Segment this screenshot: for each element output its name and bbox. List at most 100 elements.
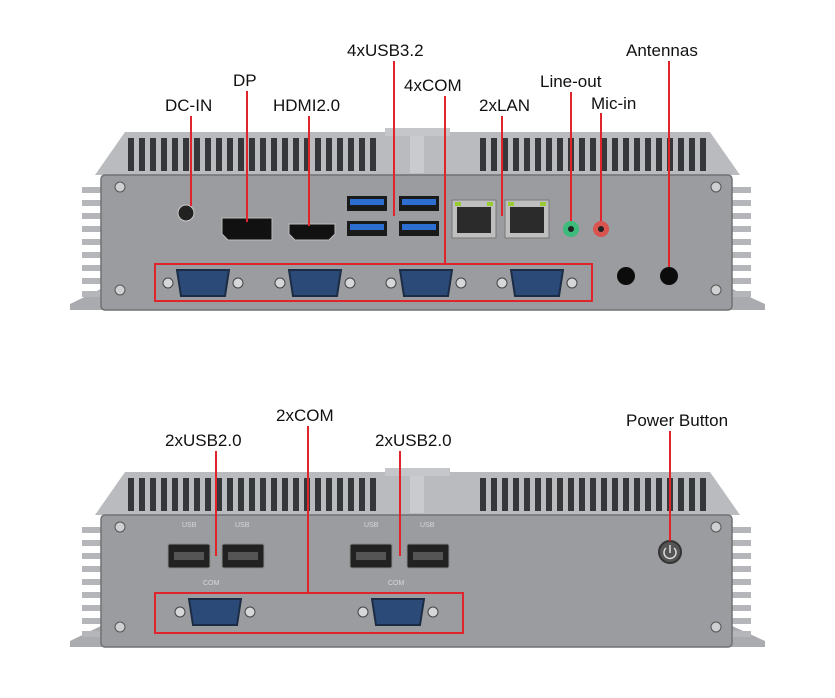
power-icon: [663, 545, 677, 560]
heatsink-fin: [337, 138, 343, 171]
heatsink-fin: [579, 138, 585, 171]
com-port: [287, 269, 343, 297]
side-fin: [731, 566, 751, 572]
t-bracket-stem: [410, 136, 424, 173]
t-bracket: [385, 128, 450, 136]
heatsink-fin: [271, 478, 277, 511]
jack-hole: [598, 226, 604, 232]
side-fin: [82, 200, 102, 206]
heatsink-fin: [502, 478, 508, 511]
heatsink-fin: [260, 138, 266, 171]
heatsink-fin: [700, 138, 706, 171]
heatsink-fin: [579, 478, 585, 511]
heatsink-fin: [491, 138, 497, 171]
com-port: [175, 269, 231, 297]
heatsink-fin: [304, 138, 310, 171]
side-fin: [82, 540, 102, 546]
com-standoff: [174, 606, 186, 618]
usb-silkscreen: USB: [420, 522, 435, 529]
heatsink-fin: [612, 478, 618, 511]
front-panel: [100, 174, 733, 311]
heatsink-fin: [183, 478, 189, 511]
heatsink-fin: [348, 138, 354, 171]
com-standoff: [344, 277, 356, 289]
heatsink-fin: [260, 478, 266, 511]
t-bracket: [385, 468, 450, 476]
usb3-tongue: [350, 199, 384, 205]
heatsink-fin: [205, 138, 211, 171]
heatsink-fin: [194, 478, 200, 511]
usb3-tongue: [350, 224, 384, 230]
label-line-out: Line-out: [540, 72, 602, 91]
heatsink-fin: [491, 478, 497, 511]
heatsink-fin: [656, 478, 662, 511]
heatsink-fin: [645, 478, 651, 511]
side-fin: [82, 213, 102, 219]
com-silkscreen: COM: [388, 580, 405, 587]
heatsink-fin: [524, 478, 530, 511]
label-power-button: Power Button: [626, 411, 728, 430]
lan-socket: [457, 207, 491, 233]
lan-led: [508, 202, 514, 206]
heatsink-fin: [249, 478, 255, 511]
side-fin: [731, 187, 751, 193]
heatsink-fin: [370, 138, 376, 171]
heatsink-fin: [656, 138, 662, 171]
side-fin: [731, 213, 751, 219]
side-fin: [731, 540, 751, 546]
side-fin: [731, 618, 751, 624]
side-fin: [731, 553, 751, 559]
heatsink-fin: [150, 478, 156, 511]
label-dc-in: DC-IN: [165, 96, 212, 115]
com-standoff: [427, 606, 439, 618]
dc-in-jack: [177, 204, 195, 222]
dp-port: [221, 217, 273, 241]
heatsink-fin: [172, 138, 178, 171]
side-fin: [731, 527, 751, 533]
panel-screw: [710, 521, 722, 533]
com-silkscreen: COM: [203, 580, 220, 587]
antenna-hole: [660, 267, 678, 285]
side-fin: [731, 605, 751, 611]
side-fin: [82, 527, 102, 533]
com-standoff: [274, 277, 286, 289]
heatsink-fin: [315, 138, 321, 171]
heatsink-fin: [623, 138, 629, 171]
label-usb20-left: 2xUSB2.0: [165, 431, 242, 450]
heatsink-fin: [557, 138, 563, 171]
heatsink-fin: [205, 478, 211, 511]
heatsink-fin: [315, 478, 321, 511]
heatsink-fin: [150, 138, 156, 171]
heatsink-fin: [590, 478, 596, 511]
side-fin: [731, 291, 751, 297]
side-fin: [82, 631, 102, 637]
side-fin: [731, 239, 751, 245]
label-hdmi: HDMI2.0: [273, 96, 340, 115]
hdmi-port: [288, 223, 336, 241]
side-fin: [82, 226, 102, 232]
front-panel: [100, 514, 733, 648]
panel-screw: [114, 621, 126, 633]
heatsink-fin: [590, 138, 596, 171]
side-fin: [82, 605, 102, 611]
heatsink-fin: [623, 478, 629, 511]
usb-silkscreen: USB: [235, 522, 250, 529]
lan-socket: [510, 207, 544, 233]
side-fin: [82, 252, 102, 258]
panel-screw: [710, 621, 722, 633]
label-2xcom: 2xCOM: [276, 406, 334, 425]
heatsink-fin: [172, 478, 178, 511]
panel-screw: [114, 521, 126, 533]
heatsink-fin: [337, 478, 343, 511]
t-bracket-stem: [410, 476, 424, 513]
heatsink-fin: [568, 478, 574, 511]
heatsink-fin: [249, 138, 255, 171]
usb-silkscreen: USB: [364, 522, 379, 529]
com-port: [398, 269, 454, 297]
heatsink-fin: [238, 478, 244, 511]
com-standoff: [232, 277, 244, 289]
usb3-tongue: [402, 199, 436, 205]
panel-screw: [710, 181, 722, 193]
side-fin: [731, 631, 751, 637]
